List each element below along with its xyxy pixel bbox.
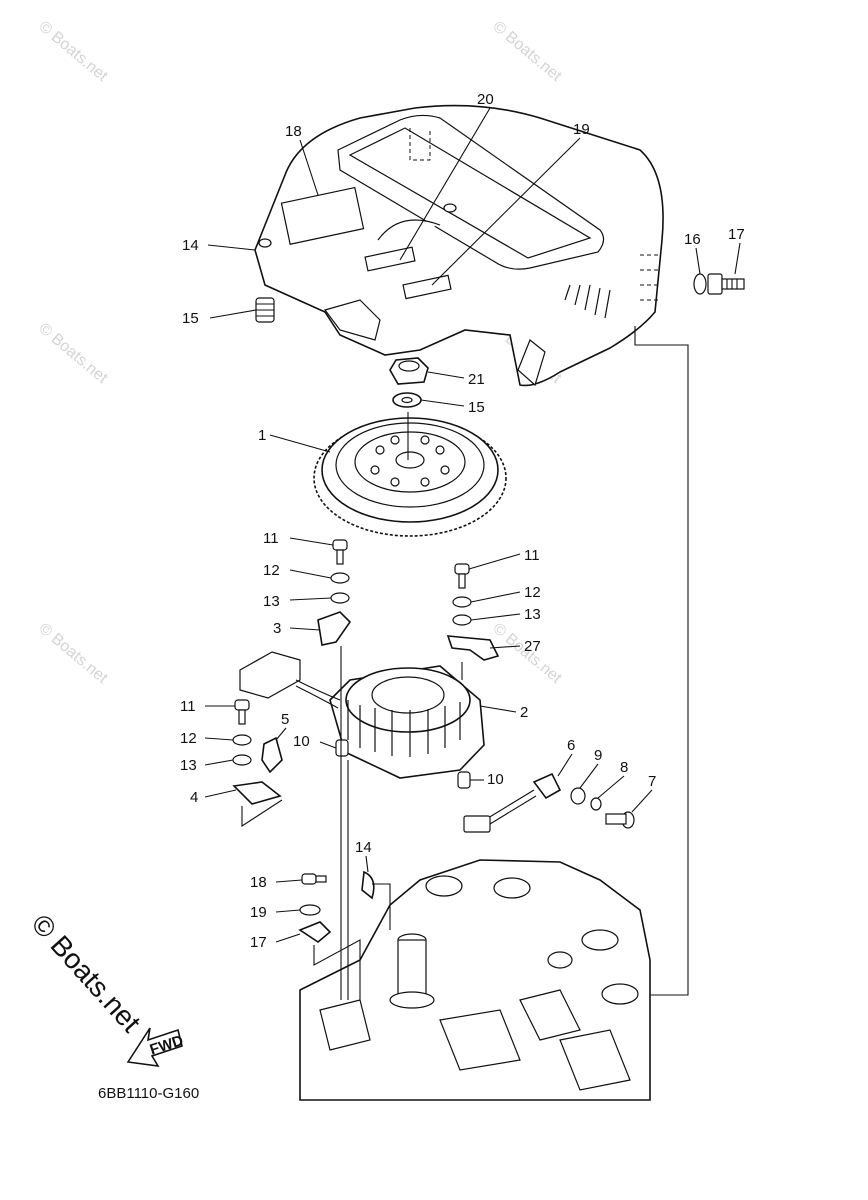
flywheel-washer[interactable] — [392, 392, 422, 408]
callout-label: 11 — [180, 698, 196, 715]
callout-label: 15 — [468, 399, 485, 416]
washer[interactable] — [299, 904, 321, 916]
fwd-arrow: FWD — [126, 1027, 186, 1068]
diagram-code: 6BB1110-G160 — [98, 1085, 199, 1102]
callout-label: 6 — [567, 737, 575, 754]
callout-labels: 20 19 18 14 15 16 17 21 15 1 11 12 13 3 … — [180, 91, 745, 951]
grommet[interactable] — [255, 297, 275, 323]
spring-washer[interactable] — [330, 572, 350, 584]
engine-block — [299, 859, 651, 1101]
watermark: © Boats.net — [35, 620, 111, 687]
watermark: © Boats.net — [489, 18, 565, 85]
leader-lines — [313, 326, 689, 1000]
callout-label: 15 — [182, 310, 199, 327]
callout-label: 4 — [190, 789, 198, 806]
watermark: © Boats.net — [35, 18, 111, 85]
washer[interactable] — [570, 787, 586, 805]
spring-washer[interactable] — [590, 797, 602, 811]
cover-bolt-assembly[interactable] — [693, 273, 745, 295]
callout-label: 18 — [250, 874, 267, 891]
callout-label: 10 — [293, 733, 310, 750]
callout-label: 3 — [273, 620, 281, 637]
callout-label: 9 — [594, 747, 602, 764]
callout-label: 18 — [285, 123, 302, 140]
spring-washer[interactable] — [232, 734, 252, 746]
callout-label: 19 — [573, 121, 590, 138]
callout-label: 12 — [180, 730, 197, 747]
screw[interactable] — [301, 873, 327, 885]
callout-label: 2 — [520, 704, 528, 721]
flywheel-magneto[interactable] — [313, 417, 507, 537]
collar[interactable] — [335, 739, 349, 757]
callout-label: 13 — [263, 593, 280, 610]
callout-label: 21 — [468, 371, 485, 388]
fwd-label: FWD — [148, 1032, 186, 1059]
callout-label: 27 — [524, 638, 541, 655]
plate[interactable] — [298, 921, 332, 943]
bolt[interactable] — [234, 699, 250, 725]
flywheel-nut[interactable] — [389, 357, 429, 385]
clip[interactable] — [261, 736, 283, 774]
callout-label: 14 — [355, 839, 372, 856]
flat-washer[interactable] — [452, 614, 472, 626]
spring-washer[interactable] — [452, 596, 472, 608]
callout-label: 7 — [648, 773, 656, 790]
callout-label: 11 — [524, 547, 540, 564]
holder[interactable] — [232, 781, 282, 805]
screw[interactable] — [605, 811, 635, 829]
callout-label: 12 — [524, 584, 541, 601]
callout-label: 5 — [281, 711, 289, 728]
copyright-text: © Boats.net — [26, 908, 147, 1038]
pulser-coil[interactable] — [463, 772, 562, 833]
callout-label: 12 — [263, 562, 280, 579]
callout-label: 17 — [250, 934, 267, 951]
bracket[interactable] — [446, 635, 500, 661]
flywheel-cover[interactable] — [254, 104, 664, 387]
callout-leaders — [204, 107, 741, 943]
bolt[interactable] — [332, 539, 348, 565]
callout-label: 8 — [620, 759, 628, 776]
collar[interactable] — [457, 771, 471, 789]
callout-label: 11 — [263, 530, 279, 547]
bolt[interactable] — [454, 563, 470, 589]
callout-label: 1 — [258, 427, 266, 444]
callout-label: 13 — [524, 606, 541, 623]
callout-label: 16 — [684, 231, 701, 248]
flat-washer[interactable] — [330, 592, 350, 604]
callout-label: 14 — [182, 237, 199, 254]
callout-label: 17 — [728, 226, 745, 243]
watermark: © Boats.net — [35, 320, 111, 387]
stator-assembly[interactable] — [239, 651, 485, 779]
clamp[interactable] — [317, 611, 352, 646]
callout-label: 19 — [250, 904, 267, 921]
callout-label: 10 — [487, 771, 504, 788]
woodruff-key[interactable] — [361, 870, 375, 900]
callout-label: 20 — [477, 91, 494, 108]
callout-label: 13 — [180, 757, 197, 774]
flat-washer[interactable] — [232, 754, 252, 766]
